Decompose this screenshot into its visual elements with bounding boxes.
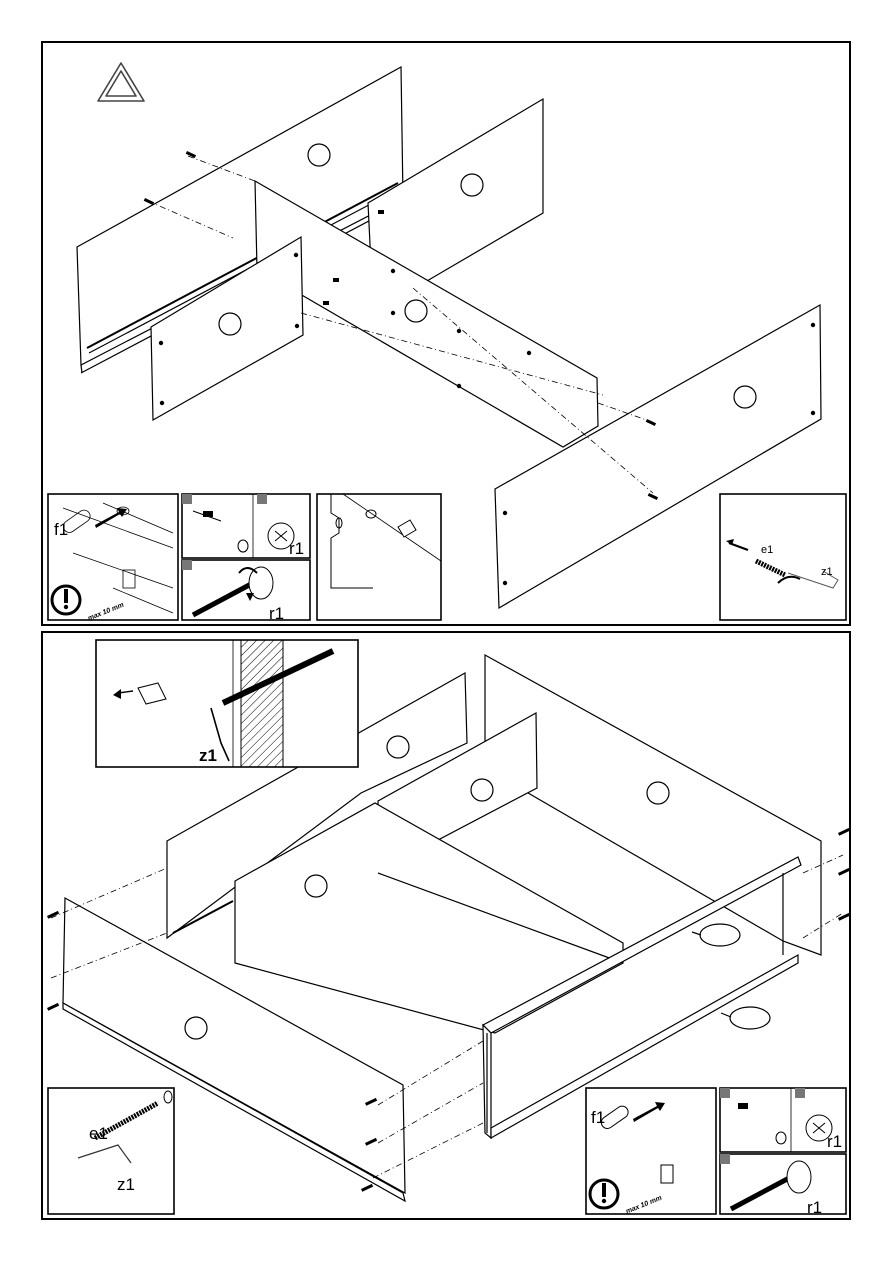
step2-cam-lock-label: r1: [827, 1132, 843, 1151]
step2-tool-detail-label: z1: [199, 746, 217, 765]
exclamation-icon: [50, 584, 82, 616]
step2-cam-turn-label: r1: [807, 1198, 823, 1217]
front-panel: [494, 303, 822, 610]
inset-cam-lock-2: [719, 1087, 847, 1153]
step2-screw-tool-label: z1: [117, 1175, 135, 1194]
rear-inner-panel: [367, 97, 544, 289]
inset-cam-turn: [181, 559, 311, 621]
step1-cam-turn-label: r1: [269, 604, 285, 623]
drawer-front-panel: [62, 896, 406, 1203]
inset-cam-lock: [181, 493, 311, 559]
drawer-rails: [482, 856, 802, 1140]
step-2-panel: z1 e1 z1 f1 max 10 mm r1 r1: [41, 631, 851, 1220]
inset-cam-panel: [316, 493, 442, 621]
step2-dowel-part-label: f1: [591, 1108, 606, 1127]
assembly-guide-lines: [147, 155, 656, 494]
step1-dowel-part-label: f1: [54, 520, 69, 539]
step2-guide-lines: [50, 854, 844, 1179]
warning-triangle-icon: [97, 62, 145, 102]
step1-cam-lock-label: r1: [289, 539, 305, 558]
inset-screw: [719, 493, 847, 621]
step-1-panel: f1 max 10 mm r1 r1 e1 z1: [41, 41, 851, 626]
step2-screw-part-label: e1: [89, 1124, 108, 1143]
inset-dowel: [47, 493, 179, 621]
central-divider-panel: [254, 179, 599, 448]
inset-screw-2: [47, 1087, 175, 1215]
fittings: [143, 151, 659, 500]
step2-screws: [46, 827, 849, 1192]
exclamation-icon-2: [588, 1178, 620, 1210]
inset-cam-turn-2: [719, 1153, 847, 1215]
drawer-center-divider: [234, 802, 624, 1034]
left-divider-panel: [150, 235, 304, 422]
step1-tool-label: z1: [821, 566, 833, 578]
step-1-drawing: [47, 62, 847, 621]
drawer-back-panel: [166, 671, 468, 940]
step-2-drawing: [46, 639, 849, 1215]
step1-screw-label: e1: [761, 544, 774, 556]
inset-tool-detail: [95, 639, 359, 768]
inset-dowel-2: [585, 1087, 717, 1215]
